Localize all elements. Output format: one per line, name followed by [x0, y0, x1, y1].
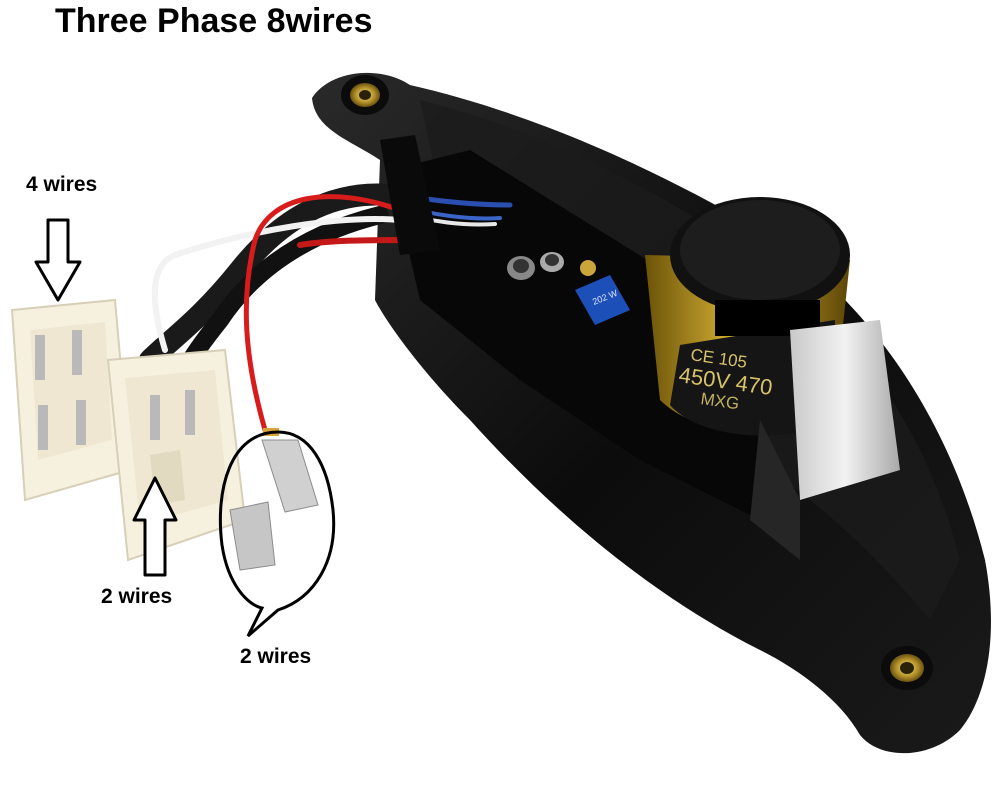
small-capacitors: [507, 252, 564, 280]
connector-2-wire: [106, 348, 247, 562]
page-title: Three Phase 8wires: [55, 2, 373, 40]
heat-sink-tab: [750, 320, 900, 560]
mounting-hole-top: [341, 75, 389, 115]
label-4-wires: 4 wires: [26, 173, 98, 196]
label-2-wires-terminals: 2 wires: [240, 645, 312, 668]
arrow-up-icon: [132, 476, 178, 577]
arrow-down-icon: [34, 218, 82, 302]
connector-4-wire: [10, 298, 132, 502]
trimmer-potentiometer: 202 W: [575, 260, 630, 325]
callout-bubble-icon: [218, 430, 336, 638]
mounting-hole-bottom: [881, 646, 933, 690]
wire-grommet: [380, 135, 440, 255]
label-2-wires-connector: 2 wires: [101, 585, 173, 608]
